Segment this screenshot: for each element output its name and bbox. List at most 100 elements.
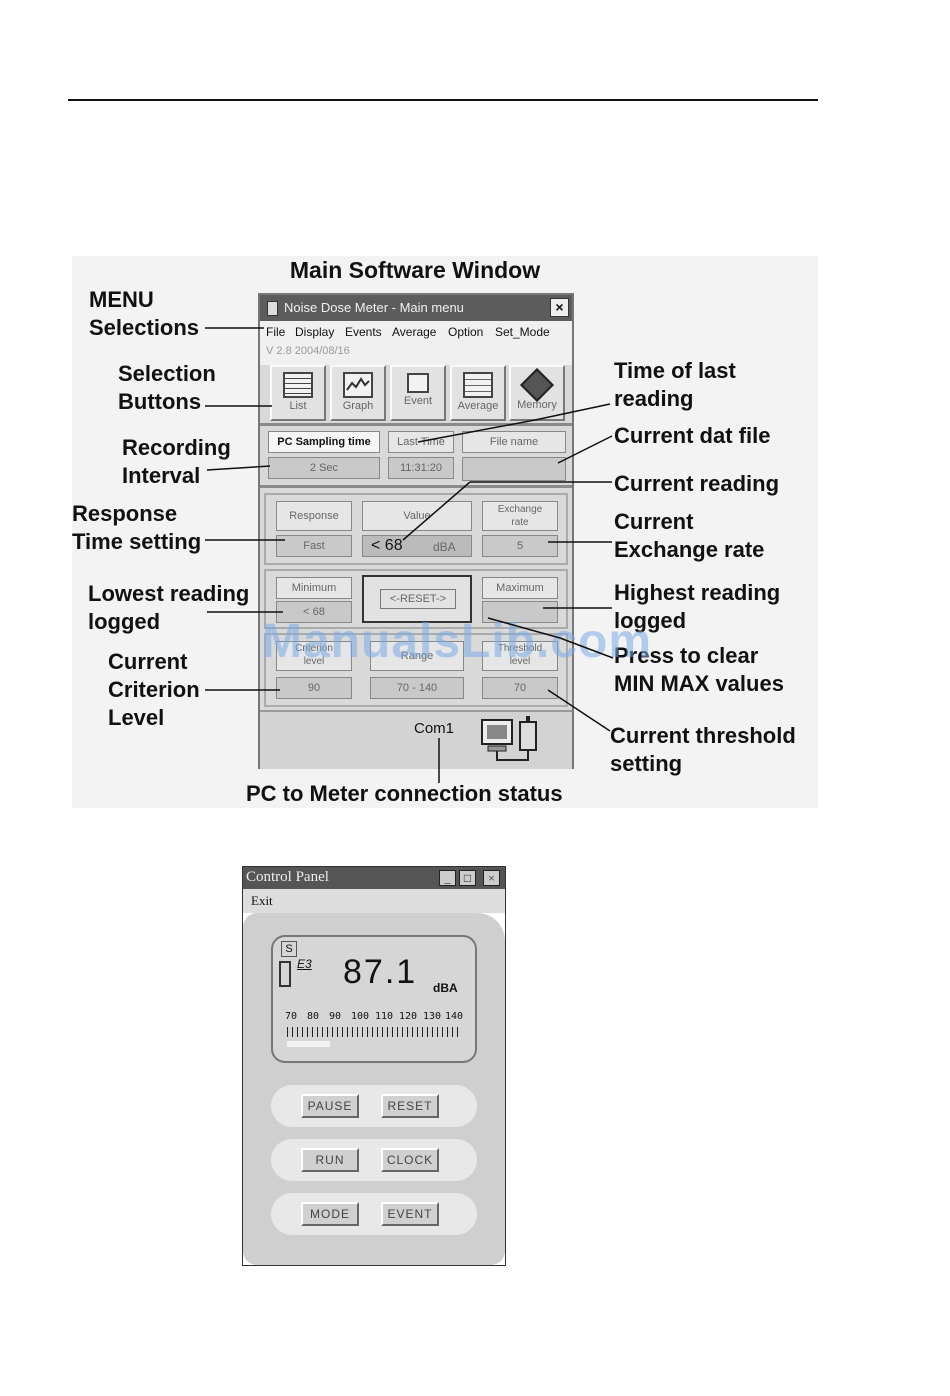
criterion-label: Criterion level bbox=[276, 641, 352, 671]
figure-title: Main Software Window bbox=[289, 257, 541, 283]
reset-button[interactable]: RESET bbox=[381, 1094, 439, 1118]
callout-highest-reading: Highest reading logged bbox=[614, 580, 781, 633]
top-rule bbox=[68, 99, 818, 101]
callout-menu-selections: MENU Selections bbox=[89, 287, 200, 340]
scale-ticks bbox=[287, 1027, 459, 1037]
callout-connection-status: PC to Meter connection status bbox=[246, 781, 563, 806]
memory-icon bbox=[520, 368, 554, 402]
menu-average[interactable]: Average bbox=[392, 325, 437, 339]
menu-option[interactable]: Option bbox=[448, 325, 484, 339]
menu-file[interactable]: File bbox=[266, 325, 286, 339]
scale-label: 90 bbox=[329, 1011, 342, 1022]
unit-label: dBA bbox=[433, 981, 458, 995]
callout-recording-interval: Recording Interval bbox=[122, 435, 231, 488]
list-button[interactable]: List bbox=[270, 365, 326, 421]
graph-button-label: Graph bbox=[342, 400, 374, 412]
callout-lowest-reading: Lowest reading logged bbox=[88, 581, 250, 634]
value-display: < 68 dBA bbox=[362, 535, 472, 557]
scale-label: 140 bbox=[445, 1011, 464, 1022]
version-text: V 2.8 2004/08/16 bbox=[266, 345, 350, 357]
response-label: Response bbox=[276, 501, 352, 531]
window-titlebar: Noise Dose Meter - Main menu × bbox=[260, 295, 572, 321]
status-bar: Com1 bbox=[260, 710, 572, 769]
memory-button[interactable]: Memory bbox=[509, 365, 565, 421]
menu-set-mode[interactable]: Set_Mode bbox=[495, 325, 550, 339]
maximize-button[interactable]: □ bbox=[459, 870, 476, 886]
last-time-value: 11:31:20 bbox=[388, 457, 454, 479]
main-software-window: Noise Dose Meter - Main menu × File Disp… bbox=[258, 293, 574, 769]
scale-label: 110 bbox=[375, 1011, 394, 1022]
graph-icon bbox=[343, 372, 373, 398]
button-row-3: MODE EVENT bbox=[271, 1193, 477, 1235]
sound-level-reading: 87.1 bbox=[343, 953, 418, 991]
criterion-value: 90 bbox=[276, 677, 352, 699]
menu-display[interactable]: Display bbox=[295, 325, 335, 339]
threshold-value: 70 bbox=[482, 677, 558, 699]
scale-labels: 70 80 90 100 110 120 130 140 bbox=[285, 1011, 463, 1025]
reset-button-label: <-RESET-> bbox=[380, 589, 456, 609]
last-time-label: Last Time bbox=[388, 431, 454, 453]
close-button[interactable]: × bbox=[550, 298, 569, 317]
file-name-value bbox=[462, 457, 566, 481]
minimize-button[interactable]: _ bbox=[439, 870, 456, 886]
control-panel-window: Control Panel _ □ × Exit S E3 87.1 dBA 7… bbox=[242, 866, 506, 1266]
level-panel bbox=[264, 633, 568, 707]
callout-current-data-file: Current dat file bbox=[614, 423, 771, 448]
pc-sampling-label: PC Sampling time bbox=[268, 431, 380, 453]
mode-indicator: S bbox=[281, 941, 297, 957]
response-value: Fast bbox=[276, 535, 352, 557]
level-bar-track bbox=[287, 1041, 459, 1047]
callout-threshold-setting: Current threshold setting bbox=[610, 723, 796, 776]
separator bbox=[260, 485, 572, 488]
graph-button[interactable]: Graph bbox=[330, 365, 386, 421]
run-button[interactable]: RUN bbox=[301, 1148, 359, 1172]
control-panel-titlebar: Control Panel _ □ × bbox=[243, 867, 505, 889]
event-button[interactable]: Event bbox=[390, 365, 446, 421]
e3-indicator: E3 bbox=[297, 957, 312, 971]
callout-exchange-rate: Current Exchange rate bbox=[614, 509, 765, 562]
callout-response-time: Response Time setting bbox=[72, 501, 202, 554]
minimum-value: < 68 bbox=[276, 601, 352, 623]
callout-clear-min-max: Press to clear MIN MAX values bbox=[614, 643, 784, 696]
button-row-2: RUN CLOCK bbox=[271, 1139, 477, 1181]
menu-events[interactable]: Events bbox=[345, 325, 382, 339]
scale-label: 70 bbox=[285, 1011, 298, 1022]
average-button[interactable]: Average bbox=[450, 365, 506, 421]
meter-icon bbox=[267, 301, 278, 316]
com-port-label: Com1 bbox=[414, 720, 455, 737]
list-icon bbox=[283, 372, 313, 398]
level-bar bbox=[287, 1041, 330, 1047]
scale-label: 120 bbox=[399, 1011, 418, 1022]
value-label: Value bbox=[362, 501, 472, 531]
event-button[interactable]: EVENT bbox=[381, 1202, 439, 1226]
list-button-label: List bbox=[289, 400, 307, 412]
menu-exit[interactable]: Exit bbox=[251, 893, 273, 908]
scale-label: 80 bbox=[307, 1011, 320, 1022]
window-title: Noise Dose Meter - Main menu bbox=[284, 300, 464, 315]
pause-button[interactable]: PAUSE bbox=[301, 1094, 359, 1118]
mode-button[interactable]: MODE bbox=[301, 1202, 359, 1226]
control-panel-title: Control Panel bbox=[246, 869, 329, 885]
callout-selection-buttons: Selection Buttons bbox=[118, 361, 216, 414]
threshold-label: Threshold level bbox=[482, 641, 558, 671]
pc-meter-connection-icon bbox=[481, 716, 537, 761]
close-button[interactable]: × bbox=[483, 870, 500, 886]
computer-icon bbox=[407, 373, 429, 393]
meter-device: S E3 87.1 dBA 70 80 90 100 110 120 130 1… bbox=[243, 913, 505, 1265]
value-reading: < 68 bbox=[371, 537, 403, 554]
file-name-label: File name bbox=[462, 431, 566, 453]
range-label: Range bbox=[370, 641, 464, 671]
separator bbox=[260, 423, 572, 426]
maximum-label: Maximum bbox=[482, 577, 558, 599]
min-max-panel bbox=[264, 569, 568, 629]
battery-icon bbox=[279, 961, 291, 987]
control-panel-menu: Exit bbox=[243, 889, 505, 913]
exchange-rate-value: 5 bbox=[482, 535, 558, 557]
clock-button[interactable]: CLOCK bbox=[381, 1148, 439, 1172]
exchange-rate-label: Exchange rate bbox=[482, 501, 558, 531]
value-unit: dBA bbox=[433, 540, 456, 554]
scale-label: 130 bbox=[423, 1011, 442, 1022]
pc-sampling-value: 2 Sec bbox=[268, 457, 380, 479]
range-value: 70 - 140 bbox=[370, 677, 464, 699]
reset-button[interactable]: <-RESET-> bbox=[362, 575, 472, 623]
